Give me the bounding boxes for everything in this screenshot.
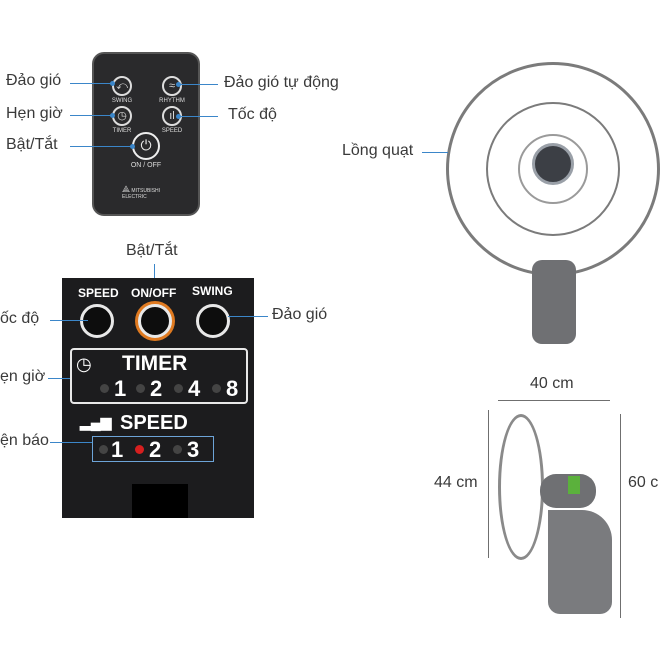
timer-led [212,384,221,393]
speed-led [99,445,108,454]
timer-led [136,384,145,393]
fan-blade-area [518,134,588,204]
knob-label-onoff: ON/OFF [131,286,177,300]
speed-led [173,445,182,454]
callout-dot [130,144,135,149]
callout-line [228,316,268,317]
timer-value-2: 2 [150,376,163,401]
callout-line [70,83,112,84]
callout-line [50,320,88,321]
dim-height-right: 60 c [628,474,659,491]
clock-icon: ◷ [76,354,92,374]
speed-value-1: 1 [111,437,124,462]
callout-dot [176,82,181,87]
power-button[interactable]: ⏻ [132,132,160,160]
label-rhythm: Đảo gió tự động [224,74,339,91]
callout-line [422,152,448,153]
signal-icon: ▂▄▆ [80,414,112,430]
fan-body [532,260,576,344]
remote-control: ⤺ SWING ≈ RHYTHM ◷ TIMER ıl SPEED ⏻ ON /… [92,52,200,216]
swing-knob[interactable] [196,304,230,338]
callout-line [48,378,70,379]
speed-caption: SPEED [161,128,183,134]
panel-label-speed: ốc độ [0,310,40,327]
dim-width: 40 cm [530,375,574,392]
dimension-line [498,400,610,401]
fan-hub [532,143,574,185]
label-fan-guard: Lồng quạt [342,142,414,159]
speed-value-3: 3 [187,437,200,462]
speed-title: SPEED [120,412,188,434]
timer-button[interactable]: ◷ [112,106,132,126]
callout-line [70,115,112,116]
label-timer: Hẹn giờ [6,105,63,122]
timer-caption: TIMER [112,128,132,134]
dim-height-left: 44 cm [434,474,478,491]
callout-dot [110,113,115,118]
fan-inner-ring [486,102,620,236]
energy-label [568,476,580,494]
timer-title: TIMER [122,352,188,375]
callout-line [50,442,92,443]
speed-indicator-box: 1 2 3 [92,436,214,462]
callout-line [70,146,132,147]
dimension-line [620,414,621,618]
timer-box: ◷ TIMER 1 2 4 8 [70,348,248,404]
label-swing: Đảo gió [6,72,62,89]
panel-label-indicator: ện báo [0,432,49,449]
timer-value-1: 1 [114,376,127,401]
knob-label-swing: SWING [192,284,233,298]
swing-caption: SWING [111,98,133,104]
knob-label-speed: SPEED [78,286,119,300]
panel-label-timer: ẹn giờ [0,368,46,385]
power-knob[interactable] [138,304,172,338]
panel-label-power: Bật/Tắt [126,242,178,259]
rhythm-button[interactable]: ≈ [162,76,182,96]
label-speed: Tốc độ [228,106,277,123]
timer-value-8: 8 [226,376,239,401]
timer-led [100,384,109,393]
side-fan-guard [498,414,544,560]
side-fan-stand [548,510,612,614]
callout-line [178,84,218,85]
speed-value-2: 2 [149,437,162,462]
power-caption: ON / OFF [130,162,162,169]
control-panel: SPEED ON/OFF SWING ◷ TIMER 1 2 4 8 ▂▄▆ S… [62,278,254,518]
label-power: Bật/Tắt [6,136,58,153]
callout-line [178,116,218,117]
panel-label-swing: Đảo gió [272,306,328,323]
timer-led [174,384,183,393]
dimension-line [488,410,489,558]
speed-led-active [135,445,144,454]
callout-dot [176,114,181,119]
panel-slot [132,484,188,518]
brand-logo: ⟁ MITSUBISHI ELECTRIC [122,184,161,201]
callout-dot [110,81,115,86]
swing-button[interactable]: ⤺ [112,76,132,96]
timer-value-4: 4 [188,376,201,401]
rhythm-caption: RHYTHM [159,98,185,104]
speed-knob[interactable] [80,304,114,338]
